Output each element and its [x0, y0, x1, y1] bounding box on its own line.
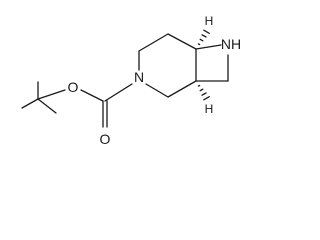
bond-o-to-carbonyl: [80, 89, 104, 102]
bond-tbu-methyl-bottom: [37, 98, 57, 114]
bond-c4-to-c6: [167, 80, 197, 98]
bond-carbonyl-to-n: [104, 83, 133, 102]
bond-tbu-methyl-left: [21, 98, 39, 109]
bond-n-to-c4: [145, 83, 169, 98]
bond-tbu-to-o: [37, 89, 66, 100]
bond-c3-to-c1: [167, 33, 197, 50]
top-hydrogen-label: H: [205, 14, 214, 28]
carbonyl-oxygen-label: O: [100, 131, 111, 147]
molecule-structure: O O N NH H H: [21, 14, 241, 147]
ring-nitrogen-label: N: [134, 69, 144, 85]
bottom-hydrogen-label: H: [205, 102, 214, 116]
bond-c1-to-nh: [195, 44, 222, 50]
azetidine-nh-label: NH: [221, 36, 241, 52]
hash-bond-top: [197, 29, 210, 46]
ester-oxygen-label: O: [68, 79, 79, 95]
bond-c2-to-c3: [138, 33, 169, 52]
hash-bond-bottom: [197, 84, 210, 101]
